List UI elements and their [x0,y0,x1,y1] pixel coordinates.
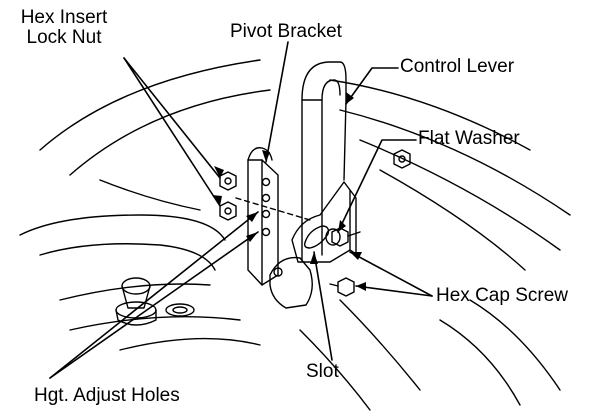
hgt-adjust-holes-label: Hgt. Adjust Holes [34,385,180,406]
deck-outline [19,59,571,411]
arrowheads [212,92,366,291]
hex-insert-lock-nut-label: Hex Insert Lock Nut [8,8,120,48]
slot-label: Slot [306,361,339,382]
hex-insert-lock-nut-line2: Lock Nut [26,27,102,48]
flat-washer-label: Flat Washer [418,128,520,149]
leader-lines [49,41,433,379]
pivot-casting-drawing [269,256,313,309]
control-lever-drawing [301,61,347,261]
hex-insert-lock-nut-line1: Hex Insert [20,7,108,28]
pivot-bracket-label: Pivot Bracket [230,21,342,42]
lock-nuts-drawing [219,171,237,221]
hex-cap-screw-label: Hex Cap Screw [436,285,568,306]
alignment-dashed-line [235,197,311,221]
screws-drawing [325,149,411,297]
pivot-bracket-drawing [247,147,279,286]
knob-drawing [115,277,195,326]
control-lever-label: Control Lever [400,56,515,77]
